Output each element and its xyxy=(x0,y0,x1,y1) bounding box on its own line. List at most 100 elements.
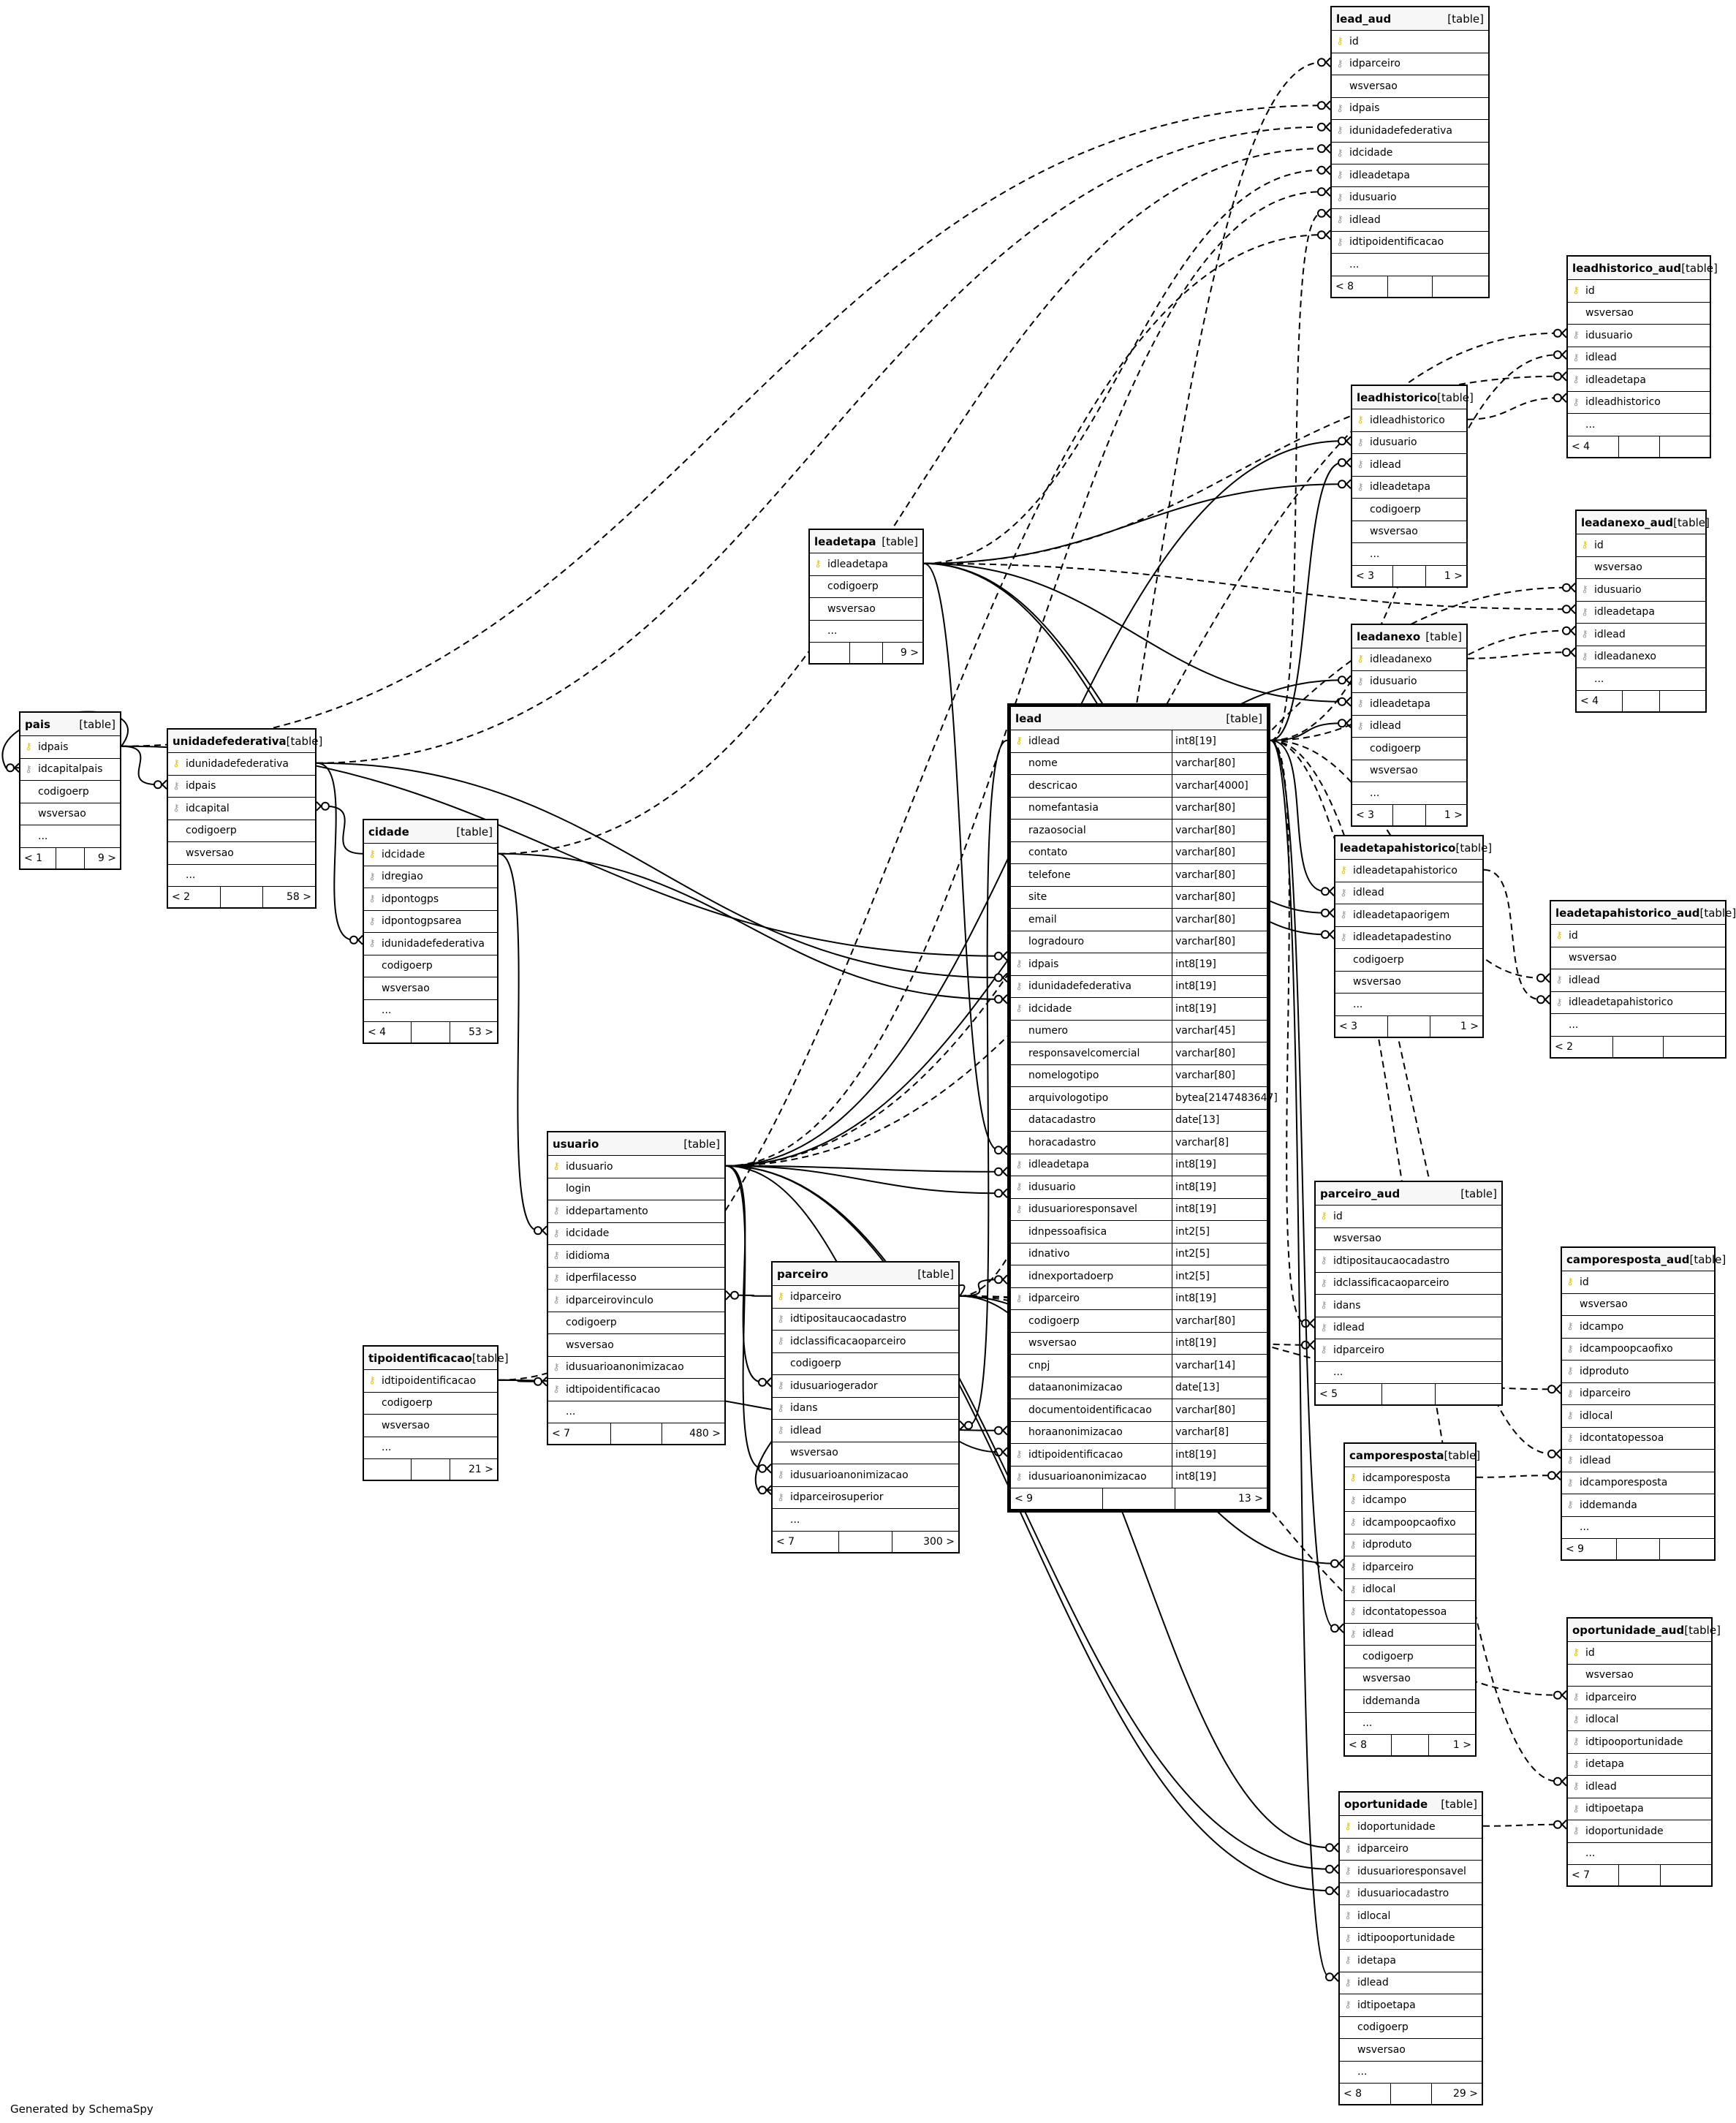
table-parceiro[interactable]: parceiro[table]⚷idparceiro⚷idtipositauca… xyxy=(771,1261,960,1554)
column-row[interactable]: ⚷idunidadefederativa xyxy=(168,753,315,776)
children-count[interactable] xyxy=(1664,1037,1725,1057)
column-row[interactable]: ⚷idproduto xyxy=(1345,1534,1475,1556)
column-row[interactable]: ⚷idlocal xyxy=(1340,1905,1482,1928)
column-row[interactable]: ⚷idparceiro xyxy=(1345,1556,1475,1579)
more-columns-row[interactable]: ... xyxy=(168,865,315,887)
table-leadhistorico[interactable]: leadhistorico[table]⚷idleadhistorico⚷idu… xyxy=(1351,385,1474,588)
table-header[interactable]: leadhistorico[table] xyxy=(1352,386,1474,409)
table-header[interactable]: unidadefederativa[table] xyxy=(168,730,322,753)
table-header[interactable]: leadanexo[table] xyxy=(1352,625,1466,648)
column-row[interactable]: ⚷idleadetapa xyxy=(1332,164,1488,187)
column-row[interactable]: ⚷idleadetapa xyxy=(1352,477,1466,499)
column-row[interactable]: ⚷idusuarioanonimizacao xyxy=(773,1464,958,1487)
column-row[interactable]: ⚷idcidade xyxy=(548,1223,724,1245)
table-name[interactable]: cidade xyxy=(368,825,409,839)
column-row[interactable]: ⚷id xyxy=(1568,280,1710,303)
column-row[interactable]: login xyxy=(548,1178,724,1200)
children-spacer[interactable] xyxy=(1613,1036,1664,1057)
column-row[interactable]: ⚷idtipositaucaocadastro xyxy=(1316,1250,1501,1273)
column-row[interactable]: codigoerp xyxy=(1352,738,1466,760)
column-row[interactable]: ⚷idcampoopcaofixo xyxy=(1345,1512,1475,1534)
column-row[interactable]: ⚷idcidade xyxy=(1332,143,1488,164)
column-row[interactable]: ⚷idleadetapahistorico xyxy=(1551,992,1725,1014)
children-spacer[interactable] xyxy=(1617,1539,1661,1559)
column-row[interactable]: ⚷idparceiro xyxy=(1568,1687,1711,1709)
children-spacer[interactable] xyxy=(1382,1384,1436,1404)
column-row[interactable]: ⚷idlead xyxy=(1335,882,1482,904)
table-header[interactable]: lead[table] xyxy=(1011,707,1267,730)
parents-count[interactable]: < 8 xyxy=(1340,2084,1391,2104)
column-row[interactable]: ⚷idusuario xyxy=(548,1156,724,1178)
table-name[interactable]: pais xyxy=(25,717,50,731)
column-row[interactable]: ⚷idpontogpsarea xyxy=(364,911,497,933)
column-row[interactable]: ⚷idlead xyxy=(1352,716,1466,738)
column-row[interactable]: ⚷idtipoidentificacao xyxy=(1332,232,1488,254)
column-row[interactable]: ⚷idusuariogerador xyxy=(773,1375,958,1398)
column-row[interactable]: ⚷idparceiro xyxy=(1562,1383,1714,1405)
column-row[interactable]: ⚷idtipoetapa xyxy=(1340,1994,1482,2017)
parents-count[interactable]: < 8 xyxy=(1332,276,1388,297)
parents-count[interactable]: < 3 xyxy=(1335,1015,1389,1037)
table-leadanexo[interactable]: leadanexo[table]⚷idleadanexo⚷idusuario⚷i… xyxy=(1351,624,1468,827)
parents-count[interactable]: < 9 xyxy=(1011,1488,1103,1509)
column-row[interactable]: codigoerp xyxy=(364,955,497,977)
column-row[interactable]: ⚷idcamporesposta xyxy=(1345,1467,1475,1490)
table-name[interactable]: leadetapahistorico_aud xyxy=(1555,906,1700,920)
column-row[interactable]: wsversao xyxy=(1352,760,1466,782)
children-spacer[interactable] xyxy=(412,1459,450,1480)
table-name[interactable]: usuario xyxy=(553,1137,599,1151)
column-row[interactable]: ⚷idcampo xyxy=(1345,1490,1475,1512)
children-spacer[interactable] xyxy=(1619,436,1660,457)
column-row[interactable]: ⚷idtipoidentificacao xyxy=(548,1379,724,1401)
column-row[interactable]: wsversao xyxy=(548,1334,724,1357)
column-row[interactable]: ⚷idcontatopessoa xyxy=(1562,1428,1714,1450)
children-spacer[interactable] xyxy=(1619,1865,1661,1885)
column-row[interactable]: ⚷idtipositaucaocadastro xyxy=(773,1309,958,1331)
column-row[interactable]: ⚷idusuarioanonimizacao xyxy=(548,1357,724,1379)
column-row[interactable]: wsversao xyxy=(1335,972,1482,994)
column-row[interactable]: ⚷id xyxy=(1577,534,1705,557)
parents-count[interactable] xyxy=(810,643,851,663)
column-row[interactable]: ⚷idetapa xyxy=(1568,1754,1711,1776)
column-row[interactable]: wsversao xyxy=(810,598,922,621)
children-spacer[interactable] xyxy=(1393,565,1427,586)
column-row[interactable]: ⚷idlocal xyxy=(1562,1405,1714,1428)
table-tipoidentificacao[interactable]: tipoidentificacao[table]⚷idtipoidentific… xyxy=(363,1345,509,1481)
column-row[interactable]: wsversao xyxy=(1562,1294,1714,1316)
column-row[interactable]: ⚷idtipooportunidade xyxy=(1340,1928,1482,1950)
column-row[interactable]: ⚷idleadetapahistorico xyxy=(1335,860,1482,882)
column-row[interactable]: ⚷idtipoetapa xyxy=(1568,1798,1711,1820)
column-row[interactable]: ⚷id xyxy=(1332,31,1488,53)
column-row[interactable]: ⚷idcapital xyxy=(168,798,315,820)
table-header[interactable]: leadetapahistorico[table] xyxy=(1335,836,1492,860)
column-row[interactable]: ⚷idparceiro xyxy=(1332,53,1488,75)
column-row[interactable]: ⚷idoportunidade xyxy=(1340,1816,1482,1839)
parents-count[interactable] xyxy=(364,1459,412,1480)
column-row[interactable]: ⚷idans xyxy=(1316,1295,1501,1317)
table-header[interactable]: usuario[table] xyxy=(548,1132,724,1156)
column-row[interactable]: ⚷id xyxy=(1551,925,1725,947)
table-name[interactable]: unidadefederativa xyxy=(173,734,287,748)
column-row[interactable]: ⚷idlead xyxy=(1562,1450,1714,1472)
column-row[interactable]: codigoerp xyxy=(168,820,315,842)
column-row[interactable]: wsversao xyxy=(20,803,120,825)
column-row[interactable]: codigoerp xyxy=(773,1353,958,1375)
children-spacer[interactable] xyxy=(1388,276,1433,297)
column-row[interactable]: wsversao xyxy=(1577,557,1705,579)
column-row[interactable]: ⚷idclassificacaoparceiro xyxy=(1316,1273,1501,1295)
more-columns-row[interactable]: ... xyxy=(1568,414,1710,436)
column-row[interactable]: ⚷idunidadefederativa xyxy=(364,933,497,955)
